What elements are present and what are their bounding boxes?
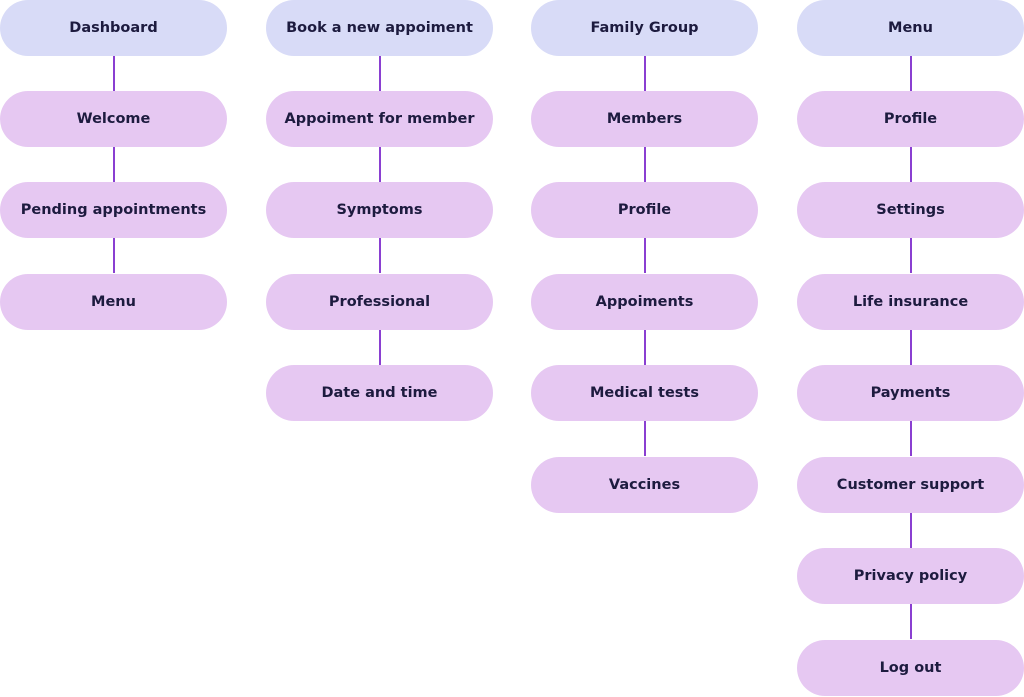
connector-line	[112, 147, 115, 182]
node-settings: Settings	[797, 182, 1024, 238]
node-welcome: Welcome	[0, 91, 227, 147]
node-label: Dashboard	[69, 19, 158, 36]
node-label: Profile	[883, 110, 938, 127]
connector-line	[643, 147, 646, 182]
node-family-group: Family Group	[531, 0, 758, 56]
connector-line	[378, 56, 381, 91]
node-label: Pending appointments	[20, 201, 207, 218]
connector-line	[378, 238, 381, 273]
node-label: Payments	[870, 384, 951, 401]
node-label: Vaccines	[608, 476, 681, 493]
connector-line	[112, 56, 115, 91]
node-label: Date and time	[321, 384, 438, 401]
node-label: Life insurance	[852, 293, 969, 310]
connector-line	[643, 56, 646, 91]
node-label: Customer support	[836, 476, 985, 493]
node-label: Professional	[328, 293, 431, 310]
node-members: Members	[531, 91, 758, 147]
node-label: Menu	[91, 293, 136, 310]
node-book-new-appointment: Book a new appoiment	[266, 0, 493, 56]
connector-line	[643, 421, 646, 456]
node-label: Members	[606, 110, 683, 127]
node-privacy-policy: Privacy policy	[797, 548, 1024, 604]
node-label: Appoiments	[595, 293, 694, 310]
node-label: Appoiment for member	[284, 110, 475, 127]
node-life-insurance: Life insurance	[797, 274, 1024, 330]
node-date-and-time: Date and time	[266, 365, 493, 421]
connector-line	[909, 147, 912, 182]
node-appointment-for-member: Appoiment for member	[266, 91, 493, 147]
node-menu: Menu	[0, 274, 227, 330]
connector-line	[378, 147, 381, 182]
node-professional: Professional	[266, 274, 493, 330]
node-profile: Profile	[797, 91, 1024, 147]
connector-line	[643, 238, 646, 273]
node-appointments: Appoiments	[531, 274, 758, 330]
node-dashboard: Dashboard	[0, 0, 227, 56]
node-medical-tests: Medical tests	[531, 365, 758, 421]
node-profile: Profile	[531, 182, 758, 238]
node-vaccines: Vaccines	[531, 457, 758, 513]
connector-line	[909, 421, 912, 456]
node-label: Profile	[617, 201, 672, 218]
node-customer-support: Customer support	[797, 457, 1024, 513]
connector-line	[909, 330, 912, 365]
node-pending-appointments: Pending appointments	[0, 182, 227, 238]
connector-line	[112, 238, 115, 273]
node-payments: Payments	[797, 365, 1024, 421]
connector-line	[909, 56, 912, 91]
node-label: Family Group	[590, 19, 699, 36]
node-log-out: Log out	[797, 640, 1024, 696]
node-label: Book a new appoiment	[286, 19, 473, 36]
connector-line	[909, 513, 912, 548]
node-label: Log out	[879, 659, 942, 676]
node-symptoms: Symptoms	[266, 182, 493, 238]
node-label: Medical tests	[590, 384, 699, 401]
node-label: Menu	[888, 19, 933, 36]
node-label: Symptoms	[336, 201, 423, 218]
node-menu-header: Menu	[797, 0, 1024, 56]
node-label: Settings	[876, 201, 945, 218]
connector-line	[643, 330, 646, 365]
node-label: Welcome	[76, 110, 151, 127]
connector-line	[378, 330, 381, 365]
connector-line	[909, 604, 912, 639]
connector-line	[909, 238, 912, 273]
node-label: Privacy policy	[853, 567, 968, 584]
